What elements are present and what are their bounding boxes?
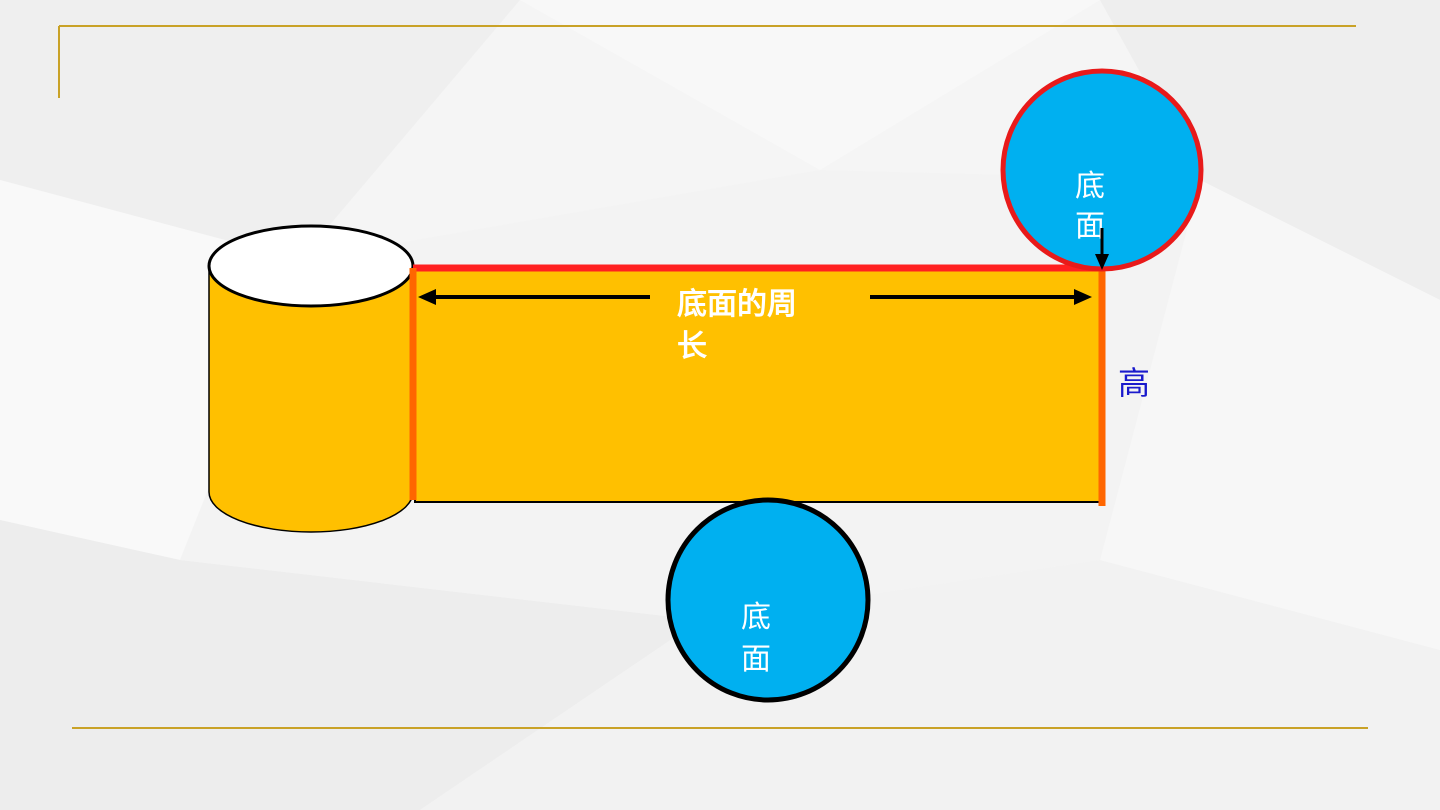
corner-arrow [1095, 228, 1109, 270]
cylinder-body [208, 265, 414, 533]
bottom-circle-label: 底面 [741, 600, 771, 677]
height-label: 高 [1118, 364, 1150, 402]
cylinder [207, 224, 415, 533]
bottom-base-circle [665, 497, 871, 703]
circumference-arrow-right [870, 289, 1092, 305]
circumference-arrow-left [418, 289, 650, 305]
cylinder-top-ellipse [207, 224, 415, 308]
top-circle-label: 底面 [1075, 169, 1105, 244]
circumference-label: 底面的周长 [677, 287, 797, 364]
